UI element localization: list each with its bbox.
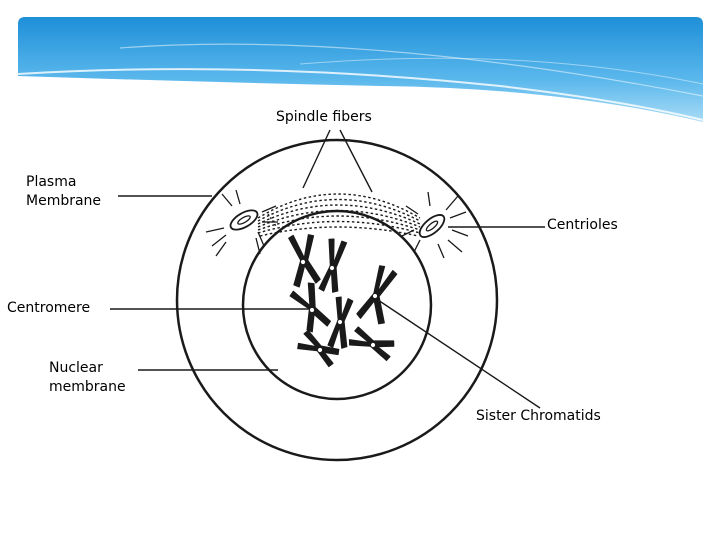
- plasma-membrane: [175, 138, 499, 462]
- header-banner: [17, 17, 704, 122]
- label-centromere: Centromere: [7, 300, 91, 316]
- chromosome: [288, 234, 321, 288]
- leader-spindle-right: [339, 129, 373, 193]
- spindle-fibers: [257, 193, 421, 237]
- centriole-left: [205, 189, 278, 257]
- leader-spindle-left: [302, 129, 331, 189]
- label-spindle-fibers: Spindle fibers: [276, 109, 372, 125]
- chromosome: [327, 296, 354, 349]
- label-nuclear-membrane: Nuclear membrane: [49, 360, 126, 395]
- leader-sister-chromatids: [377, 299, 541, 409]
- chromosome: [356, 265, 398, 325]
- chromosome: [297, 329, 340, 368]
- label-sister-chromatids: Sister Chromatids: [476, 408, 601, 424]
- label-plasma-membrane: Plasma Membrane: [26, 174, 102, 209]
- label-centrioles: Centrioles: [547, 217, 618, 233]
- chromosome: [348, 326, 395, 362]
- chromosome: [289, 282, 331, 333]
- chromosomes: [288, 234, 398, 368]
- centriole-right: [401, 191, 469, 259]
- chromosome: [318, 238, 348, 293]
